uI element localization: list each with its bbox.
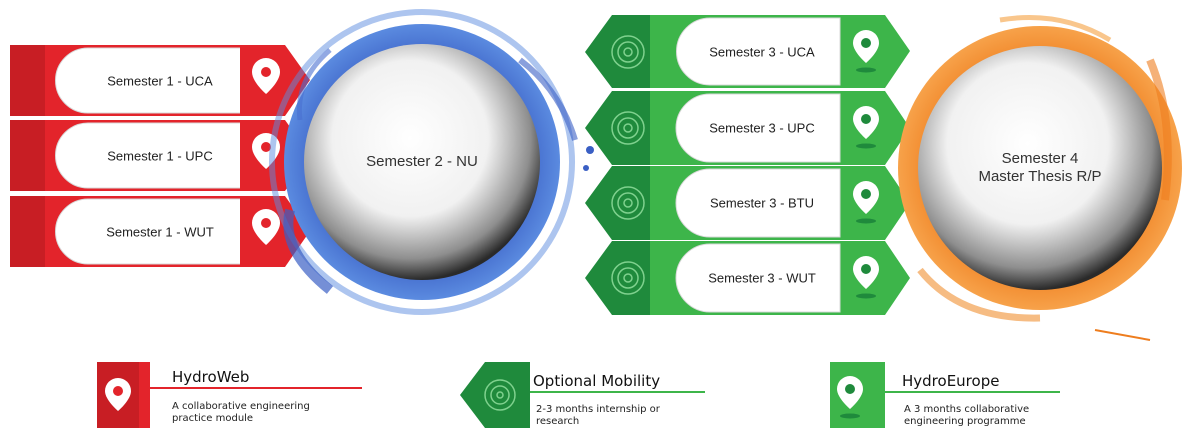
semester3-label-btu: Semester 3 - BTU xyxy=(709,195,815,211)
target-icon xyxy=(611,261,645,295)
map-pin-icon xyxy=(252,58,280,94)
legend-mobility-desc-line2: research xyxy=(536,416,580,427)
map-pin-icon xyxy=(252,209,280,245)
map-pin-icon xyxy=(853,181,879,224)
legend-mobility-title: Optional Mobility xyxy=(533,372,661,390)
legend-hydroweb-desc: A collaborative engineering practice mod… xyxy=(172,401,352,425)
legend-hydroeurope-desc: A 3 months collaborative engineering pro… xyxy=(904,404,1084,428)
semester4-title: Semester 4 xyxy=(1001,150,1079,167)
semester1-tab-upc xyxy=(10,120,310,191)
legend-mobility-desc: 2-3 months internship or research xyxy=(536,404,716,428)
semester3-label-wut: Semester 3 - WUT xyxy=(708,270,816,286)
map-pin-icon xyxy=(853,106,879,149)
semester4-subtitle: Master Thesis R/P xyxy=(978,168,1102,185)
legend-hydroeurope-icon xyxy=(830,362,1060,428)
legend-hydroweb-title: HydroWeb xyxy=(172,368,250,386)
semester1-label-wut: Semester 1 - WUT xyxy=(106,224,214,240)
target-icon xyxy=(611,35,645,69)
legend-hydroeurope-title: HydroEurope xyxy=(902,372,1000,390)
target-icon xyxy=(611,111,645,145)
legend-mobility-icon xyxy=(460,362,705,428)
semester4-circle xyxy=(898,15,1182,341)
legend-hydroweb-icon xyxy=(97,362,362,428)
legend-hydroeurope-desc-line1: A 3 months collaborative xyxy=(904,404,1030,415)
semester1-tab-uca xyxy=(10,45,310,116)
target-icon xyxy=(611,186,645,220)
semester1-label-upc: Semester 1 - UPC xyxy=(107,148,213,164)
map-pin-icon xyxy=(853,256,879,299)
semester2-circle xyxy=(269,9,594,315)
semester1-label-uca: Semester 1 - UCA xyxy=(107,73,213,89)
legend-hydroweb-desc-line1: A collaborative engineering xyxy=(172,401,310,412)
legend-hydroweb-desc-line2: practice module xyxy=(172,413,254,424)
semester2-label: Semester 2 - NU xyxy=(366,153,478,170)
map-pin-icon xyxy=(853,30,879,73)
semester4-label: Semester 4 Master Thesis R/P xyxy=(950,150,1130,186)
legend-mobility-desc-line1: 2-3 months internship or xyxy=(536,404,660,415)
semester3-label-uca: Semester 3 - UCA xyxy=(709,44,815,60)
semester3-label-upc: Semester 3 - UPC xyxy=(709,120,815,136)
legend-hydroeurope-desc-line2: engineering programme xyxy=(904,416,1026,427)
